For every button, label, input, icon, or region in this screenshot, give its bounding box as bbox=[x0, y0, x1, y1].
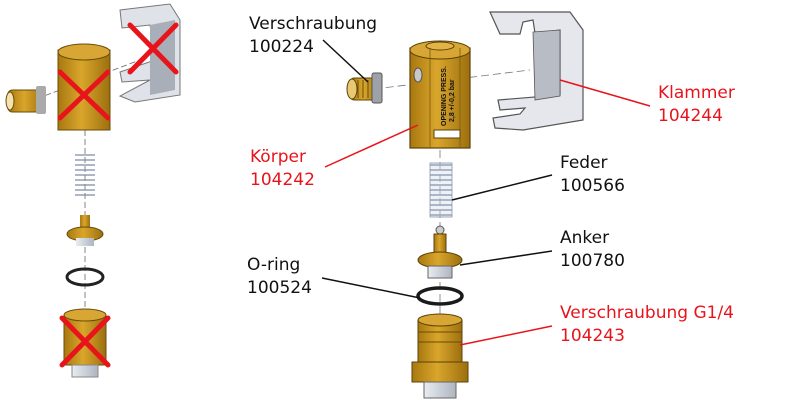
body-engraving-line1: OPENING PRESS. bbox=[441, 66, 448, 126]
part-feder bbox=[429, 162, 453, 218]
cross-mark-icon bbox=[59, 315, 111, 368]
part-koerper: OPENING PRESS. 2,8 +/-0,2 bar bbox=[409, 40, 471, 149]
leader-lines bbox=[321, 39, 651, 346]
part-number: 100224 bbox=[249, 37, 314, 57]
part-verschraubung bbox=[346, 72, 383, 104]
overview-spring bbox=[75, 154, 95, 196]
cross-mark-icon bbox=[57, 69, 111, 121]
label-anker: Anker 100780 bbox=[560, 227, 625, 273]
label-verschraubung-g14: Verschraubung G1/4 104243 bbox=[560, 302, 734, 348]
label-feder: Feder 100566 bbox=[560, 152, 625, 198]
part-number: 100566 bbox=[560, 176, 625, 196]
part-number: 100780 bbox=[560, 251, 625, 271]
part-oring bbox=[416, 286, 464, 306]
part-klammer bbox=[489, 11, 584, 131]
leader-oring bbox=[321, 277, 421, 299]
part-name: Körper bbox=[250, 147, 306, 167]
overview-anchor bbox=[66, 215, 104, 246]
leader-verschraubung bbox=[322, 39, 369, 83]
label-oring: O-ring 100524 bbox=[247, 254, 312, 300]
leader-koerper bbox=[324, 124, 419, 168]
cross-mark-icon bbox=[127, 22, 179, 75]
part-name: Feder bbox=[560, 153, 608, 173]
overview-assembly bbox=[5, 3, 181, 378]
part-number: 100524 bbox=[247, 278, 312, 298]
part-number: 104244 bbox=[658, 106, 723, 126]
overview-body bbox=[57, 43, 111, 131]
part-number: 104243 bbox=[560, 326, 625, 346]
main-assembly: OPENING PRESS. 2,8 +/-0,2 bar bbox=[346, 11, 584, 399]
label-verschraubung: Verschraubung 100224 bbox=[249, 13, 377, 59]
label-koerper: Körper 104242 bbox=[250, 146, 315, 192]
part-name: O-ring bbox=[247, 255, 301, 275]
part-name: Anker bbox=[560, 228, 610, 248]
leader-feder bbox=[451, 174, 553, 201]
part-number: 104242 bbox=[250, 170, 315, 190]
overview-small-fitting bbox=[5, 86, 46, 114]
part-name: Verschraubung G1/4 bbox=[560, 303, 734, 323]
part-name: Verschraubung bbox=[249, 14, 378, 34]
body-engraving-line2: 2,8 +/-0,2 bar bbox=[449, 79, 456, 122]
overview-oring bbox=[65, 267, 105, 287]
part-verschraubung-g14 bbox=[411, 313, 469, 399]
part-anker bbox=[417, 225, 463, 279]
leader-anker bbox=[459, 250, 553, 266]
label-klammer: Klammer 104244 bbox=[658, 82, 735, 128]
leader-verschraubung-g14 bbox=[459, 325, 553, 346]
part-name: Klammer bbox=[658, 83, 735, 103]
leader-klammer bbox=[559, 79, 651, 107]
